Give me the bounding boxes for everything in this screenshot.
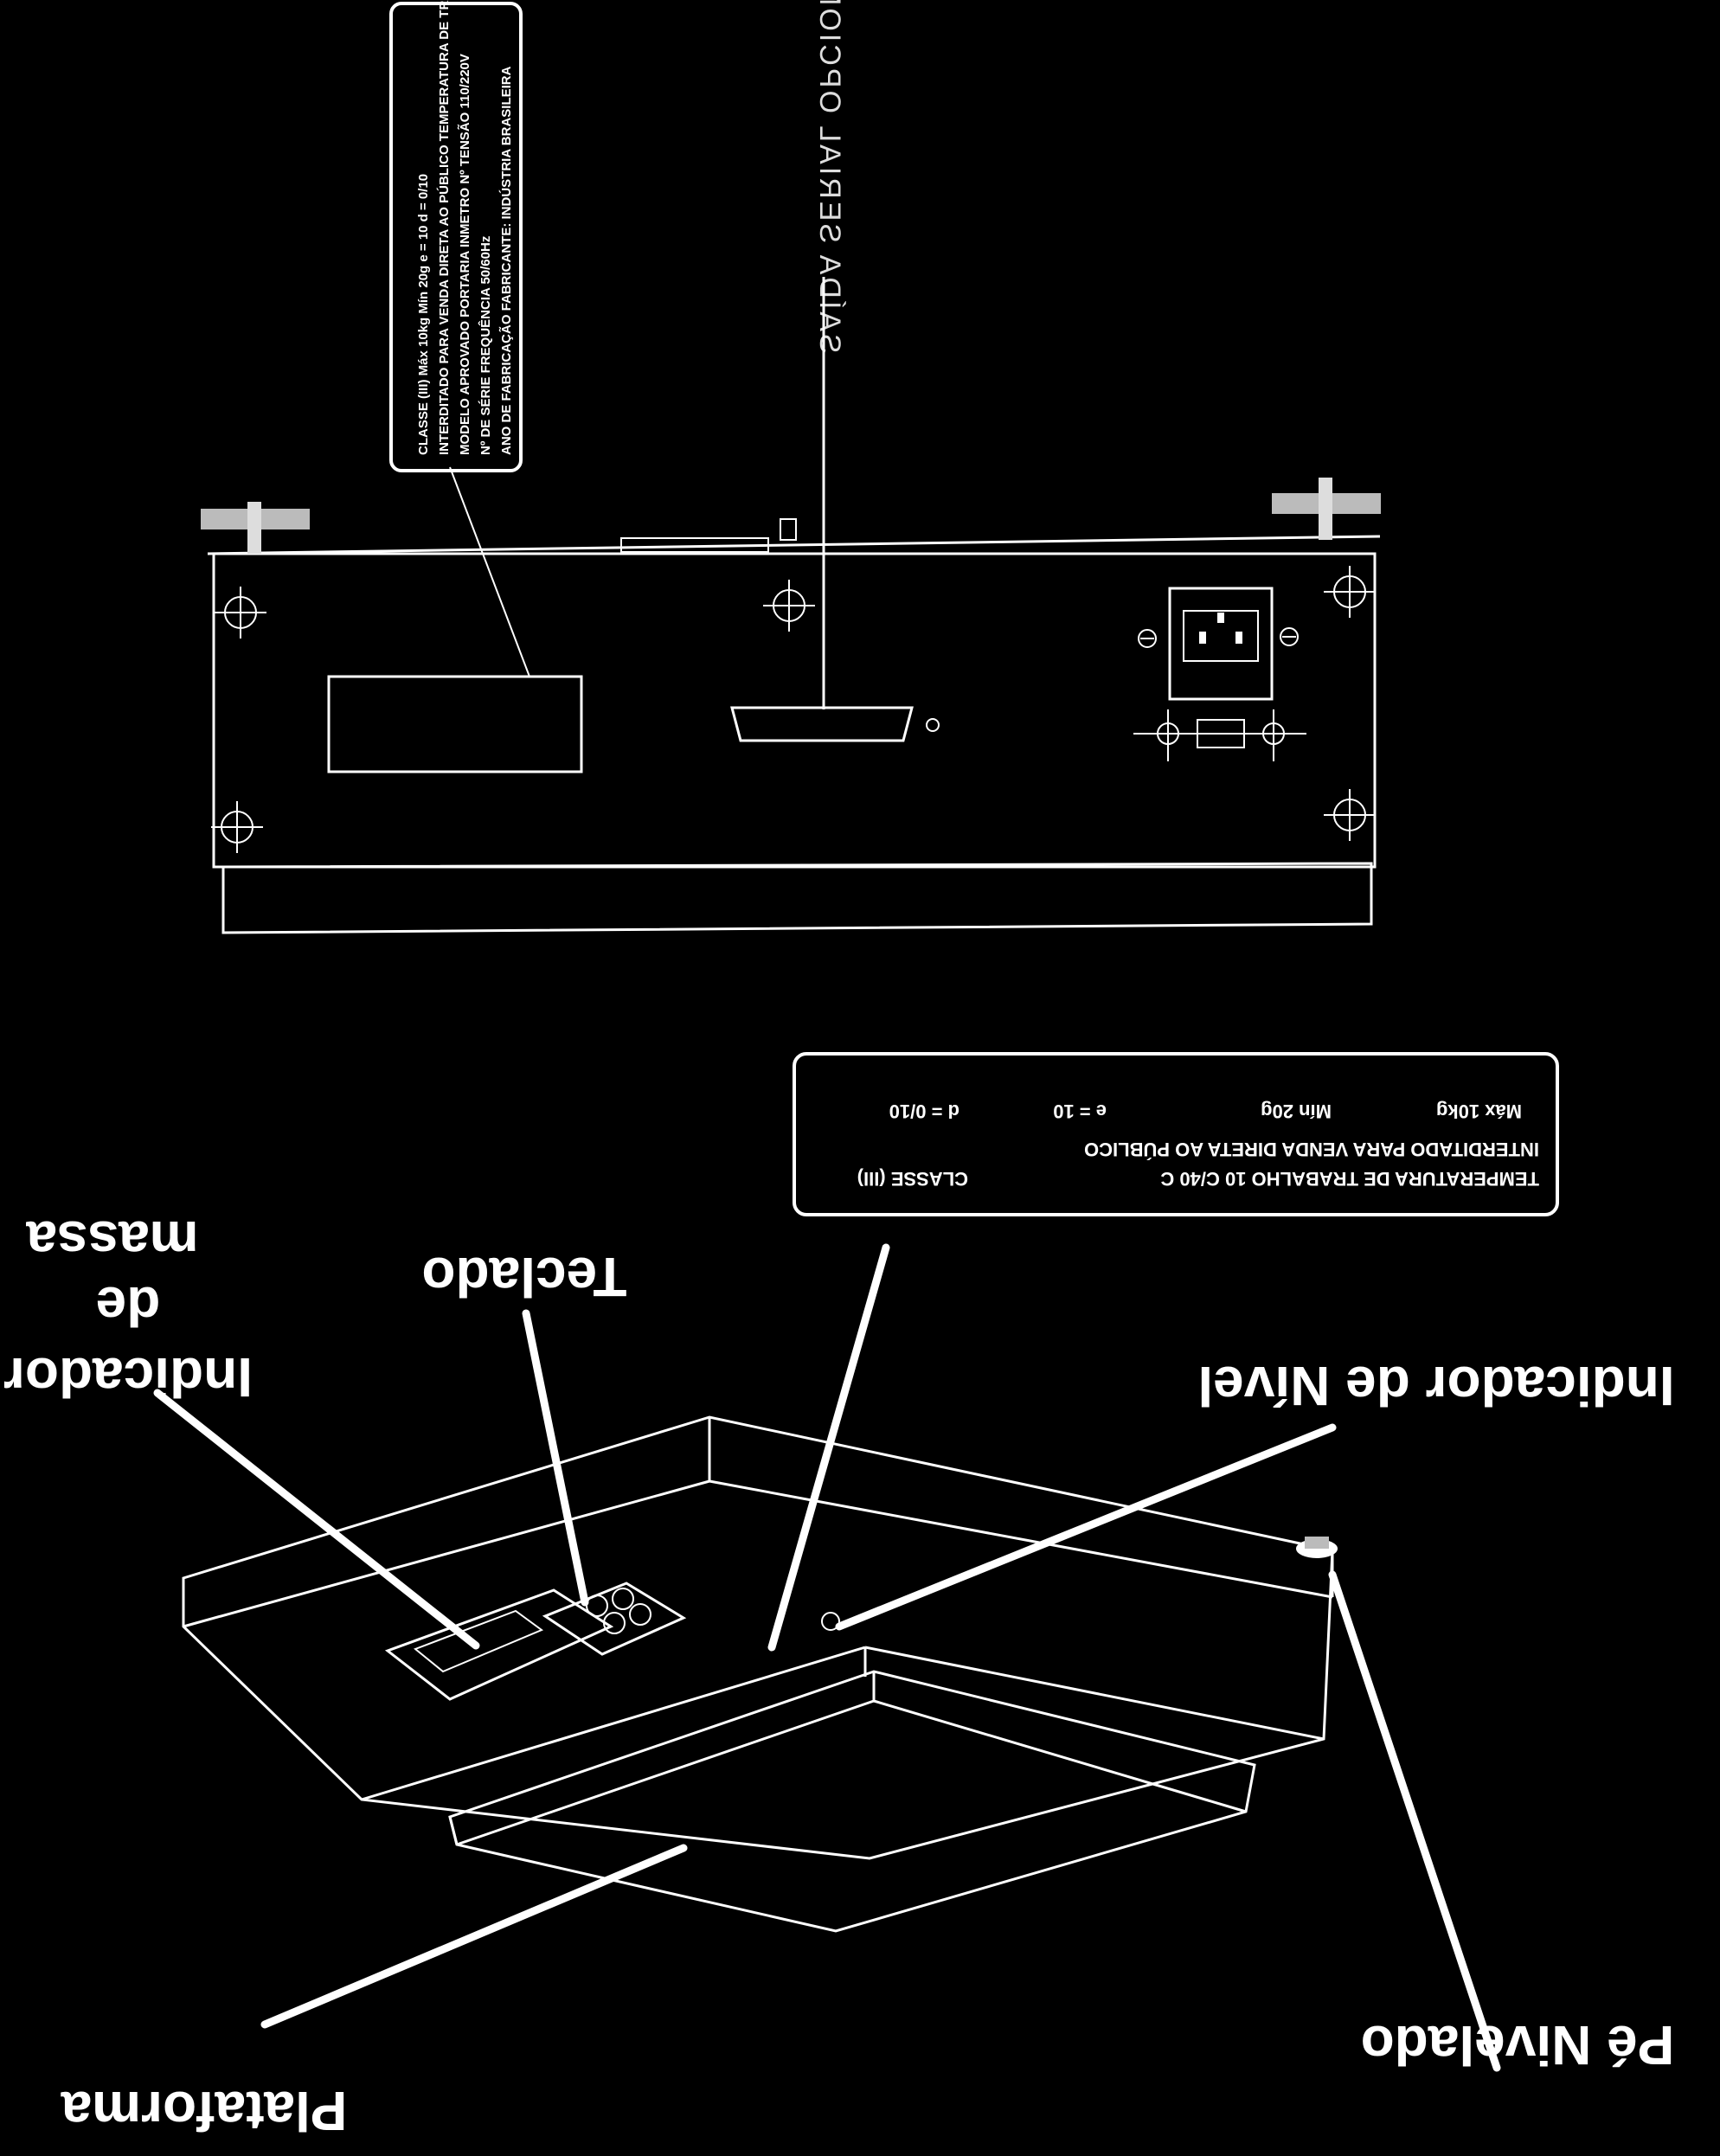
fuse-holder xyxy=(1133,709,1306,761)
rear-nameplate: CLASSE (III) Máx 10kg Mín 20g e = 10 d =… xyxy=(389,0,523,472)
display-panel xyxy=(384,1588,614,1701)
label-indicador-massa-line1: Indicador xyxy=(3,1346,253,1408)
leader-teclado xyxy=(522,1309,589,1607)
front-plate-min: Mín 20g xyxy=(1261,1100,1332,1122)
front-plate-max: Máx 10kg xyxy=(1436,1100,1522,1122)
screw-icon xyxy=(211,801,263,853)
front-plate-line-2: INTERDITADO PARA VENDA DIRETA AO PÚBLICO xyxy=(1084,1139,1539,1160)
front-nameplate: TEMPERATURA DE TRABALHO 10 C/40 C INTERD… xyxy=(793,1052,1559,1216)
label-indicador-massa-line3: massa xyxy=(26,1210,199,1272)
front-plate-d: d = 0/10 xyxy=(889,1100,959,1122)
rear-plate-line-1: CLASSE (III) Máx 10kg Mín 20g e = 10 d =… xyxy=(416,174,431,455)
front-plate-classe: CLASSE (III) xyxy=(857,1168,968,1190)
label-indicador-nivel: Indicador de Nível xyxy=(1197,1355,1674,1417)
screw-icon xyxy=(1324,789,1376,841)
leader-indicador-nivel xyxy=(835,1423,1337,1631)
rear-plate-line-2: INTERDITADO PARA VENDA DIRETA AO PÚBLICO… xyxy=(436,0,452,455)
label-teclado: Teclado xyxy=(421,1246,626,1308)
leveling-foot xyxy=(1296,1537,1338,1558)
label-pe-nivelado: Pé Nivelado xyxy=(1361,2014,1675,2076)
label-indicador-massa-line2: de xyxy=(96,1275,161,1338)
power-inlet xyxy=(1138,587,1299,701)
keypad xyxy=(542,1582,687,1656)
level-bubble-icon xyxy=(821,1612,840,1631)
screw-icon xyxy=(763,580,815,632)
label-plataforma: Plataforma xyxy=(61,2080,347,2142)
rear-plate-line-5: ANO DE FABRICAÇÃO FABRICANTE: INDÚSTRIA … xyxy=(498,66,514,455)
leader-nameplate xyxy=(767,1243,890,1652)
leveling-foot-right xyxy=(1272,478,1381,540)
leader-pe-nivelado xyxy=(1328,1570,1501,2072)
rear-plate-line-4: Nº DE SÉRIE FREQUÊNCIA 50/60Hz xyxy=(478,236,493,455)
rear-view: CLASSE (III) Máx 10kg Mín 20g e = 10 d =… xyxy=(201,0,1381,934)
leader-plataforma xyxy=(260,1844,688,2029)
screw-icon xyxy=(1324,566,1376,618)
front-plate-e: e = 10 xyxy=(1053,1100,1107,1122)
front-plate-line-1: TEMPERATURA DE TRABALHO 10 C/40 C xyxy=(1160,1168,1539,1190)
screw-icon xyxy=(215,587,266,638)
label-area xyxy=(327,675,583,773)
leader-indicador-massa xyxy=(153,1389,480,1650)
serial-output-label: SAÍDA SERIAL OPCIONAL xyxy=(813,0,846,354)
leveling-foot-left xyxy=(201,502,310,554)
rear-plate-line-3: MODELO APROVADO PORTARIA INMETRO Nº TENS… xyxy=(457,54,472,455)
serial-connector xyxy=(730,706,940,742)
